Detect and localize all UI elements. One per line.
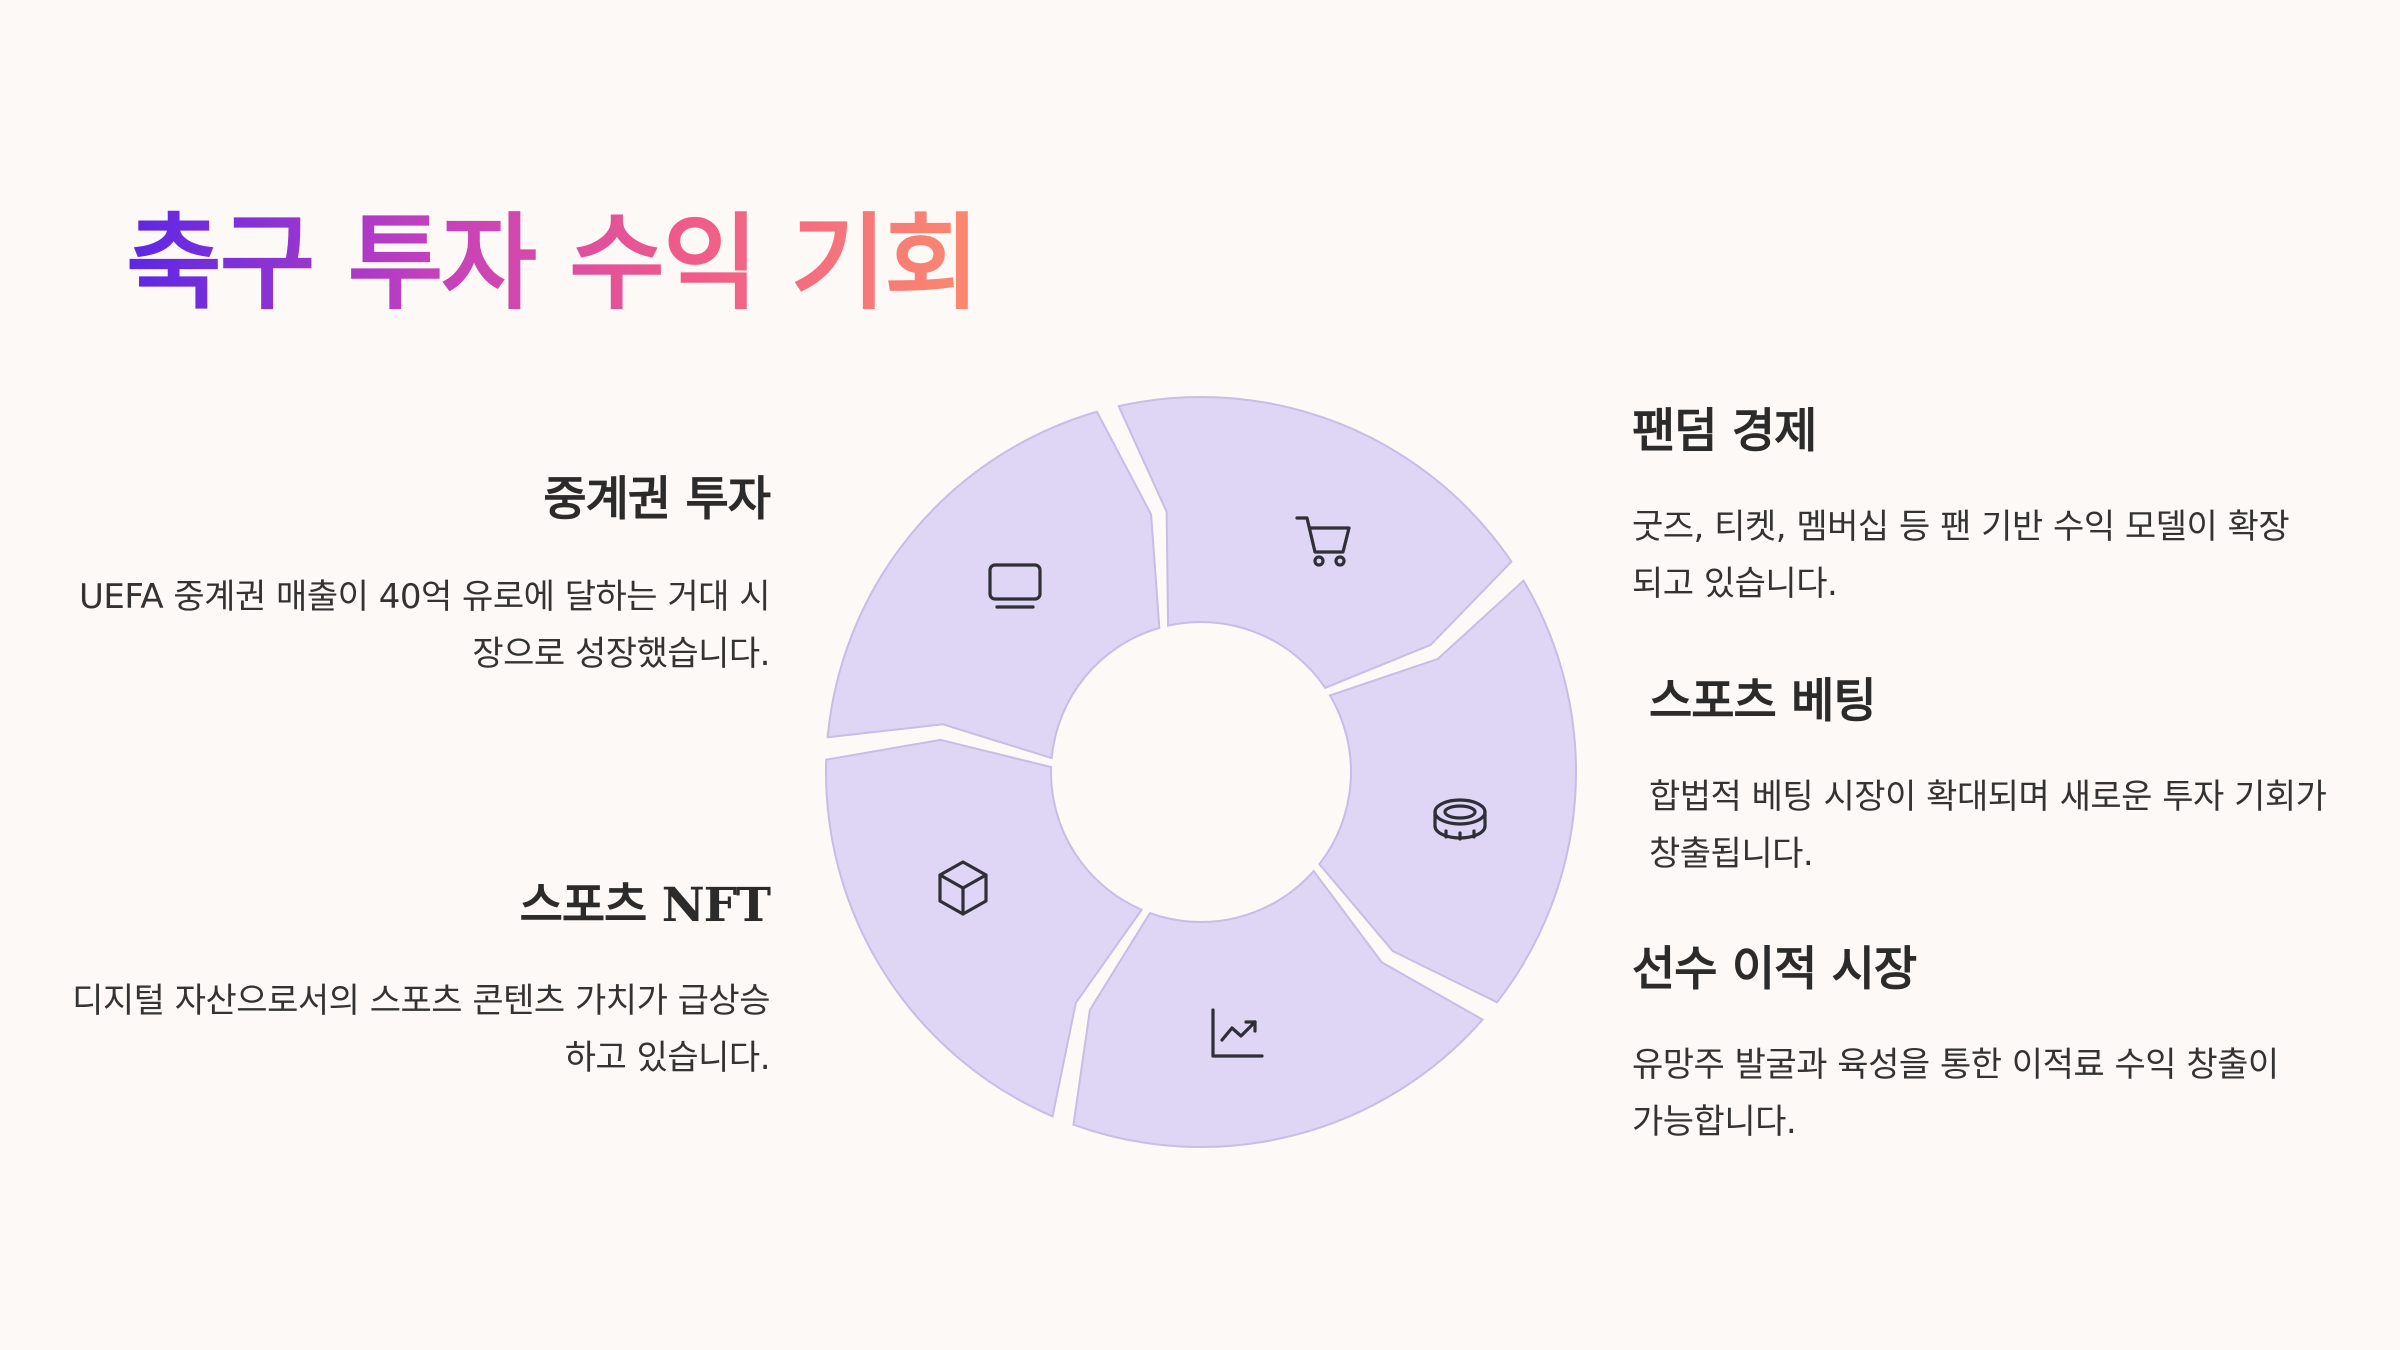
item-heading: 팬덤 경제 <box>1632 404 1817 459</box>
segment-nft <box>825 738 1144 1118</box>
cube-icon <box>938 860 988 916</box>
item-description: 유망주 발굴과 육성을 통한 이적료 수익 창출이 가능합니다. <box>1632 1045 2279 1142</box>
item-description: 합법적 베팅 시장이 확대되며 새로운 투자 기회가 창출됩니다. <box>1649 777 2327 874</box>
item-description: 굿즈, 티켓, 멤버십 등 팬 기반 수익 모델이 확장되고 있습니다. <box>1632 507 2290 604</box>
heading-nft: NFT <box>661 878 771 933</box>
item-transfer: 선수 이적 시장 유망주 발굴과 육성을 통한 이적료 수익 창출이 가능합니다… <box>1632 930 2312 1151</box>
segment-fandom <box>1117 396 1513 690</box>
page-title: 축구 투자 수익 기회 <box>126 178 980 329</box>
item-fandom: 팬덤 경제 굿즈, 티켓, 멤버십 등 팬 기반 수익 모델이 확장되고 있습니… <box>1632 392 2312 613</box>
item-description: 디지털 자산으로서의 스포츠 콘텐츠 가치가 급상승하고 있습니다. <box>72 981 770 1078</box>
tv-icon <box>988 563 1042 609</box>
segment-transfer <box>1072 869 1485 1148</box>
cycle-segments <box>825 396 1577 1148</box>
chart-trend-icon <box>1211 1008 1264 1058</box>
heading-korean: 스포츠 <box>519 878 648 933</box>
item-broadcast: 중계권 투자 UEFA 중계권 매출이 40억 유로에 달하는 거대 시장으로 … <box>70 460 771 683</box>
item-heading: 스포츠 베팅 <box>1649 674 1877 729</box>
item-heading: 선수 이적 시장 <box>1632 942 1917 997</box>
segment-broadcast <box>826 410 1161 760</box>
segment-betting <box>1318 579 1577 1004</box>
coin-icon <box>1433 798 1487 841</box>
cycle-icons <box>938 516 1487 1058</box>
item-nft: 스포츠 NFT 디지털 자산으로서의 스포츠 콘텐츠 가치가 급상승하고 있습니… <box>70 866 771 1087</box>
item-heading: 스포츠 NFT <box>70 866 771 935</box>
item-heading: 중계권 투자 <box>543 472 771 527</box>
item-description: UEFA 중계권 매출이 40억 유로에 달하는 거대 시장으로 성장했습니다. <box>79 577 770 674</box>
shopping-cart-icon <box>1295 516 1351 567</box>
item-betting: 스포츠 베팅 합법적 베팅 시장이 확대되며 새로운 투자 기회가 창출됩니다. <box>1649 662 2329 883</box>
